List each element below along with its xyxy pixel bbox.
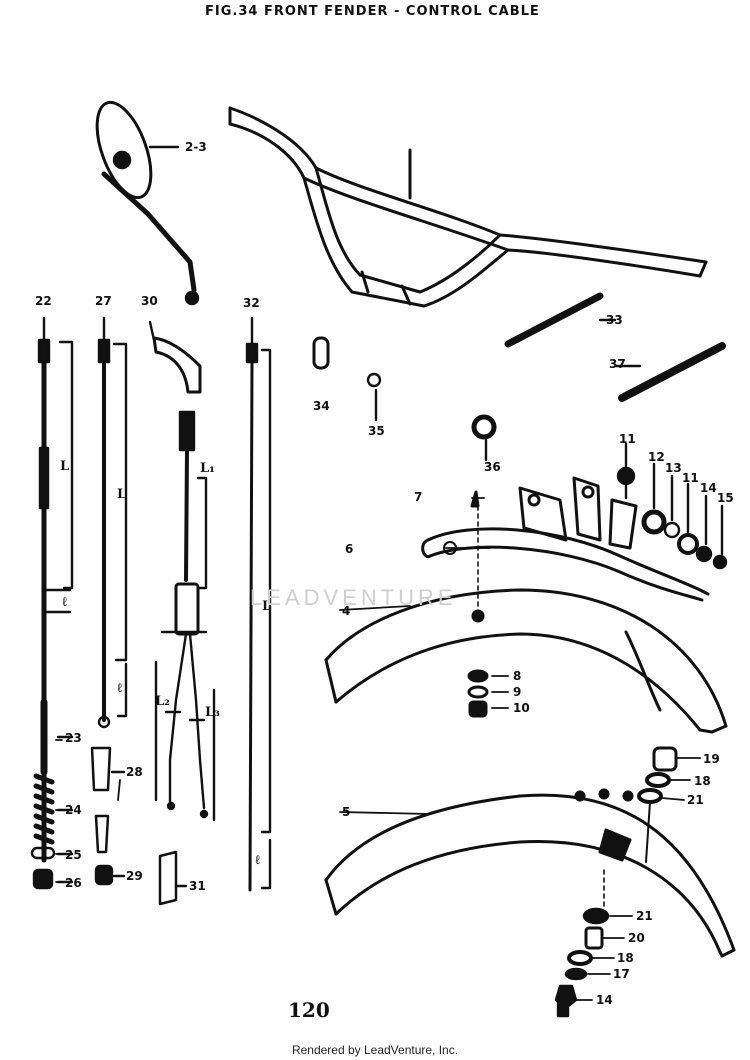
front-fender-5 (324, 788, 736, 958)
callout-4: 4 (342, 604, 351, 618)
callout-35: 35 (368, 424, 385, 438)
dimension-L2-cable-30: L₂ (155, 694, 170, 709)
leader-lines (55, 149, 701, 1001)
parts-33-37 (504, 292, 726, 402)
callout-31: 31 (189, 879, 206, 893)
dimension-l-cable-22: ℓ (62, 595, 67, 610)
callout-11-upper: 11 (619, 432, 636, 446)
callout-14-upper: 14 (700, 481, 717, 495)
callout-21-upper: 21 (687, 793, 704, 807)
hardware-11-15 (616, 442, 728, 570)
callout-6: 6 (345, 542, 354, 556)
cable-27 (90, 316, 128, 886)
handlebar (228, 106, 708, 308)
callout-7: 7 (414, 490, 423, 504)
callout-10: 10 (513, 701, 530, 715)
callout-8: 8 (513, 669, 522, 683)
small-parts-34-35-36 (312, 336, 497, 462)
callout-12: 12 (648, 450, 665, 464)
watermark: LEADVENTURE (250, 585, 457, 610)
dimension-L-cable-22: L (60, 459, 70, 474)
dimension-l-cable-32: ℓ (255, 853, 260, 868)
callout-18-upper: 18 (694, 774, 711, 788)
callout-37: 37 (609, 357, 626, 371)
mirror-assembly (95, 100, 200, 306)
dimension-L1-cable-30: L₁ (200, 461, 215, 476)
callout-17: 17 (613, 967, 630, 981)
dimension-l-cable-27: ℓ (117, 681, 122, 696)
dimension-L3-cable-30: L₃ (205, 705, 220, 720)
callout-22: 22 (35, 294, 52, 308)
dimension-L-cable-32: L (262, 599, 272, 614)
callout-34: 34 (313, 399, 330, 413)
small-parts-28-29-31 (158, 850, 188, 906)
callout-30: 30 (141, 294, 158, 308)
dimension-L-cable-27: L (117, 487, 127, 502)
footer-credit: Rendered by LeadVenture, Inc. (291, 1043, 459, 1057)
callout-23: 23 (65, 731, 82, 745)
callout-29: 29 (126, 869, 143, 883)
callout-11-lower: 11 (682, 471, 699, 485)
cable-22 (30, 316, 74, 890)
cable-32 (245, 316, 272, 892)
page-number: 120 (288, 998, 330, 1022)
callout-13: 13 (665, 461, 682, 475)
callout-9: 9 (513, 685, 522, 699)
callout-20: 20 (628, 931, 645, 945)
front-fender-4 (324, 476, 728, 734)
callout-2-3: 2-3 (185, 140, 207, 154)
callout-14-lower: 14 (596, 993, 613, 1007)
figure-title: FIG.34 FRONT FENDER - CONTROL CABLE (205, 4, 540, 19)
callout-5: 5 (342, 805, 351, 819)
callout-21-lower: 21 (636, 909, 653, 923)
callout-32: 32 (243, 296, 260, 310)
callout-27: 27 (95, 294, 112, 308)
hardware-19-18-21 (637, 746, 678, 804)
callout-18-lower: 18 (617, 951, 634, 965)
callout-25: 25 (65, 848, 82, 862)
callout-26: 26 (65, 876, 82, 890)
hardware-lower-stack (554, 907, 610, 1018)
callout-19: 19 (703, 752, 720, 766)
callout-24: 24 (65, 803, 82, 817)
cable-30 (148, 320, 216, 822)
callout-36: 36 (484, 460, 501, 474)
callout-15: 15 (717, 491, 734, 505)
callout-28: 28 (126, 765, 143, 779)
callout-33: 33 (606, 313, 623, 327)
